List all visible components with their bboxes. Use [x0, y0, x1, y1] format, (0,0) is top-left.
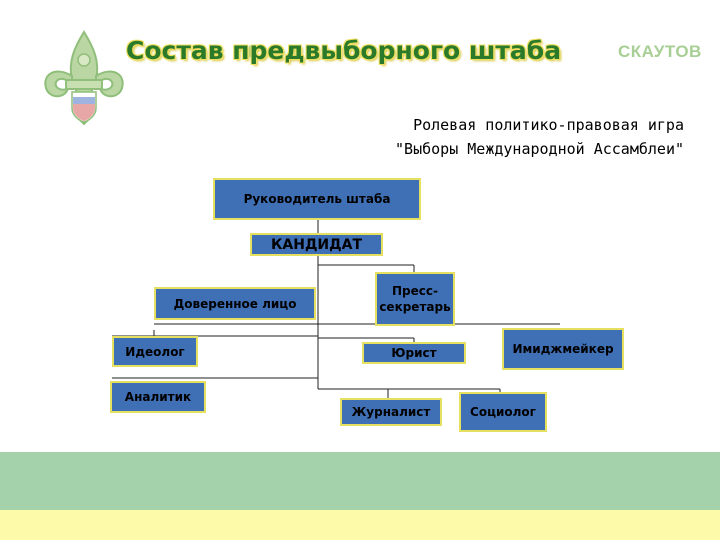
image-maker-box: Имиджмейкер: [502, 328, 624, 370]
scout-emblem-icon: [44, 30, 124, 126]
ideologist-box: Идеолог: [112, 336, 198, 367]
subtitle-line-1: Ролевая политико-правовая игра: [413, 116, 684, 134]
footer-yellow-band: [0, 510, 720, 540]
journalist-box: Журналист: [340, 398, 442, 426]
analyst-box: Аналитик: [110, 381, 206, 413]
footer-green-band: [0, 452, 720, 510]
background-header-text-right: СКАУТОВ: [618, 42, 702, 61]
page-title: Состав предвыборного штаба: [126, 36, 562, 65]
proxy-box: Доверенное лицо: [154, 287, 316, 320]
lawyer-box: Юрист: [362, 342, 466, 364]
candidate-box: КАНДИДАТ: [250, 233, 383, 256]
sociologist-box: Социолог: [459, 392, 547, 432]
subtitle: Ролевая политико-правовая игра "Выборы М…: [395, 113, 684, 161]
head-of-staff-box: Руководитель штаба: [213, 178, 421, 220]
background-header-text-left: Р: [248, 42, 260, 61]
subtitle-line-2: "Выборы Международной Ассамблеи": [395, 140, 684, 158]
press-secretary-box: Пресс- секретарь: [375, 272, 455, 326]
